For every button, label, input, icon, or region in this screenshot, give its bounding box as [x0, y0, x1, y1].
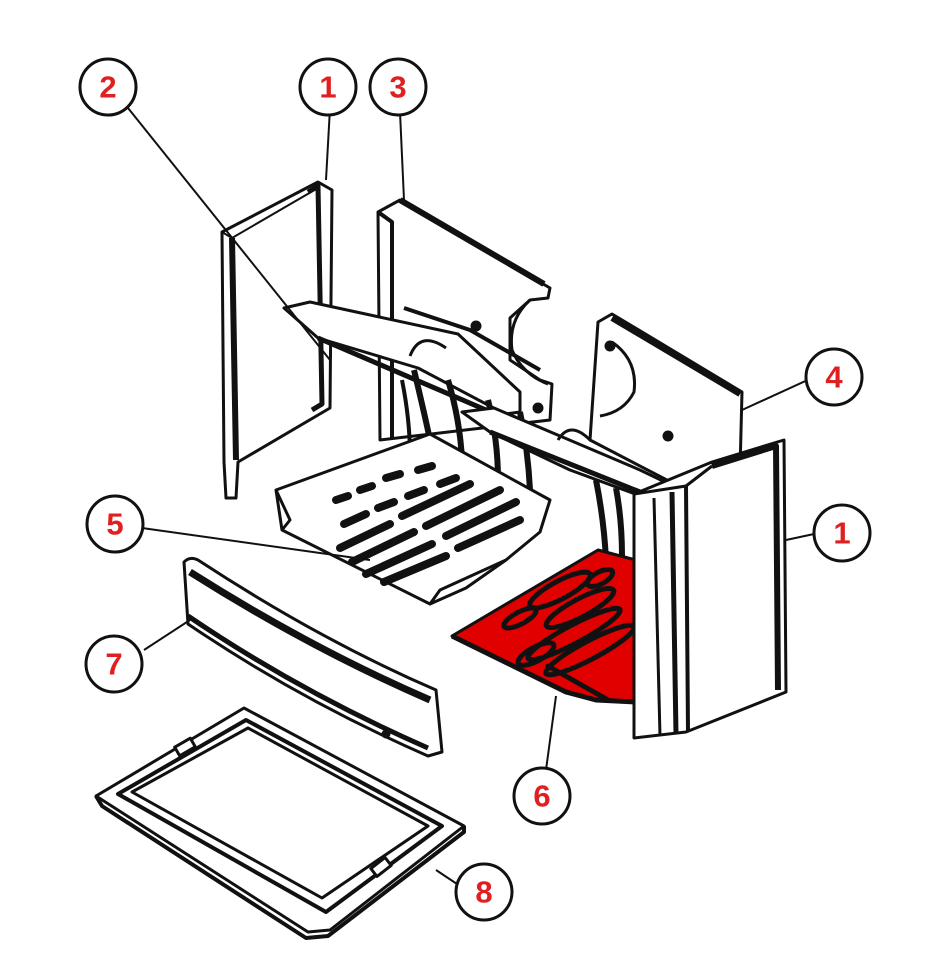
callout-5-number: 5: [106, 507, 123, 542]
callout-2: 2: [78, 57, 138, 117]
callout-3-number: 3: [389, 70, 406, 105]
callout-5: 5: [85, 494, 145, 554]
callout-1-top-number: 1: [319, 70, 336, 105]
callout-8: 8: [454, 862, 514, 922]
part-grate-left: [274, 432, 552, 606]
part-back-panel-left: [376, 197, 554, 442]
callout-4: 4: [804, 347, 864, 407]
callout-6: 6: [512, 766, 572, 826]
part-side-panel-right: [632, 438, 788, 740]
callout-3: 3: [368, 57, 428, 117]
part-back-panel-right: [588, 312, 744, 494]
part-ash-pan: [94, 706, 466, 940]
callout-1-top: 1: [298, 57, 358, 117]
part-front-lip: [182, 556, 444, 758]
part-grate-right-highlighted: [450, 548, 638, 705]
callout-4-number: 4: [825, 360, 843, 395]
callout-7-number: 7: [105, 647, 122, 682]
callout-1-right-number: 1: [833, 516, 850, 551]
callout-7: 7: [84, 634, 144, 694]
callout-6-number: 6: [533, 779, 550, 814]
callout-8-number: 8: [475, 875, 492, 910]
callout-2-number: 2: [99, 70, 116, 105]
leader-lines: [127, 107, 815, 887]
part-side-panel-left: [220, 180, 334, 500]
callout-1-right: 1: [812, 503, 872, 563]
